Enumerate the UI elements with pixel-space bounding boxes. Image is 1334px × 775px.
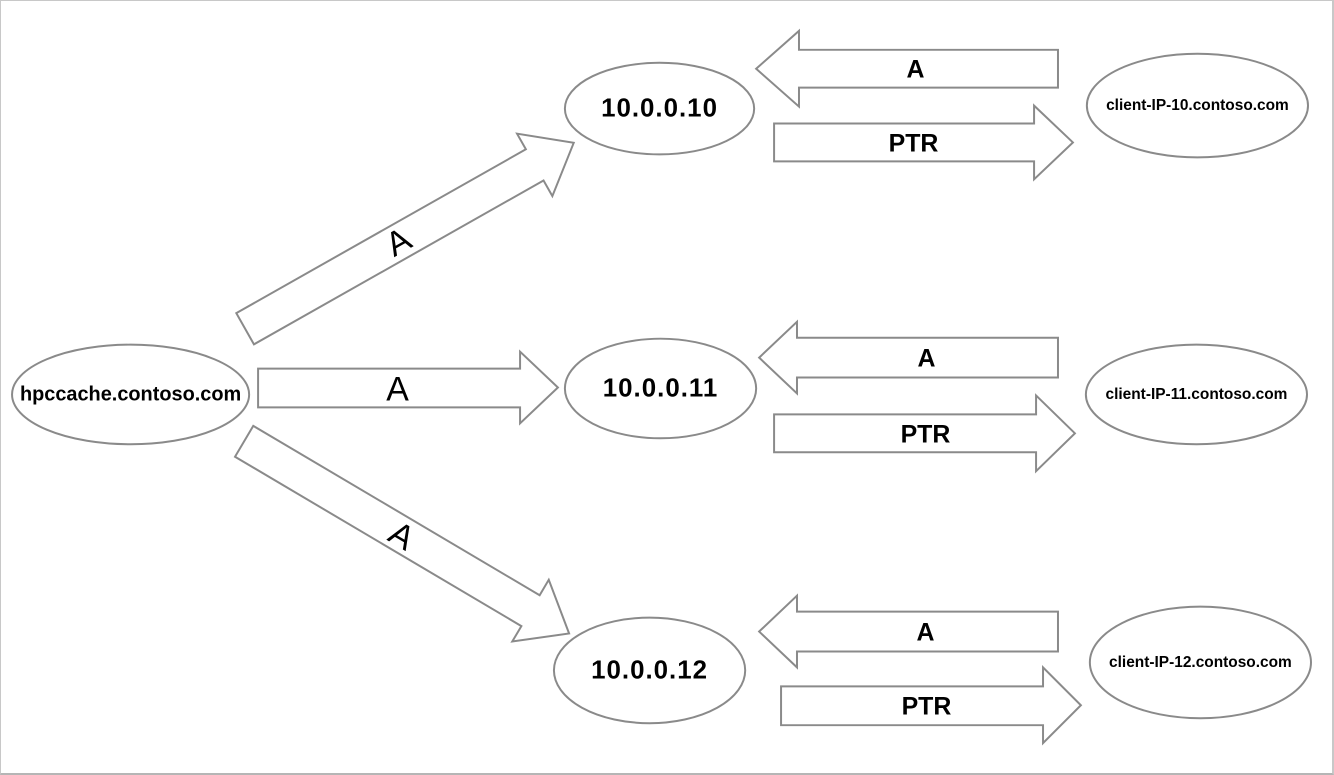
client-node-label: client-IP-12.contoso.com <box>1109 654 1292 671</box>
ip-node-label: 10.0.0.11 <box>603 374 718 402</box>
a-record-label: A <box>917 345 935 373</box>
ip-node-ellipse <box>563 337 758 440</box>
source-node-ellipse <box>11 343 251 446</box>
client-node-label: client-IP-10.contoso.com <box>1106 97 1289 114</box>
client-node-ellipse <box>1088 605 1312 720</box>
client-node-label: client-IP-11.contoso.com <box>1106 386 1288 403</box>
ptr-record-arrow-to-client <box>780 665 1083 746</box>
a-record-arrow-from-source <box>257 349 560 426</box>
ip-node-ellipse <box>552 616 747 725</box>
a-record-label: A <box>386 370 409 408</box>
source-node: hpccache.contoso.com <box>11 343 251 446</box>
source-node-label: hpccache.contoso.com <box>20 383 241 405</box>
dns-row-3: A 10.0.0.12 A PTR client-IP-12.contoso.c… <box>233 424 1312 746</box>
client-node-ellipse <box>1085 52 1310 159</box>
a-record-arrow-from-source <box>234 132 576 346</box>
ptr-record-arrow-to-client <box>773 393 1077 474</box>
ptr-record-label: PTR <box>901 420 951 448</box>
a-record-arrow-from-source <box>233 424 571 643</box>
ptr-record-label: PTR <box>889 129 939 157</box>
a-record-arrow-from-client <box>754 28 1059 109</box>
a-record-arrow-from-client <box>757 319 1059 396</box>
a-record-arrow-from-client <box>757 593 1059 670</box>
dns-row-1: A 10.0.0.10 A PTR client-IP-10.contoso.c… <box>234 28 1310 346</box>
a-record-label: A <box>917 619 935 647</box>
dns-row-2: A 10.0.0.11 A PTR client-IP-11.contoso.c… <box>257 319 1309 474</box>
ip-node-label: 10.0.0.10 <box>601 95 718 123</box>
a-record-label: A <box>907 56 925 84</box>
ptr-record-arrow-to-client <box>773 103 1075 182</box>
ip-node-label: 10.0.0.12 <box>591 656 708 684</box>
client-node-ellipse <box>1084 343 1309 446</box>
ip-node-ellipse <box>563 61 756 156</box>
ptr-record-label: PTR <box>902 692 952 720</box>
